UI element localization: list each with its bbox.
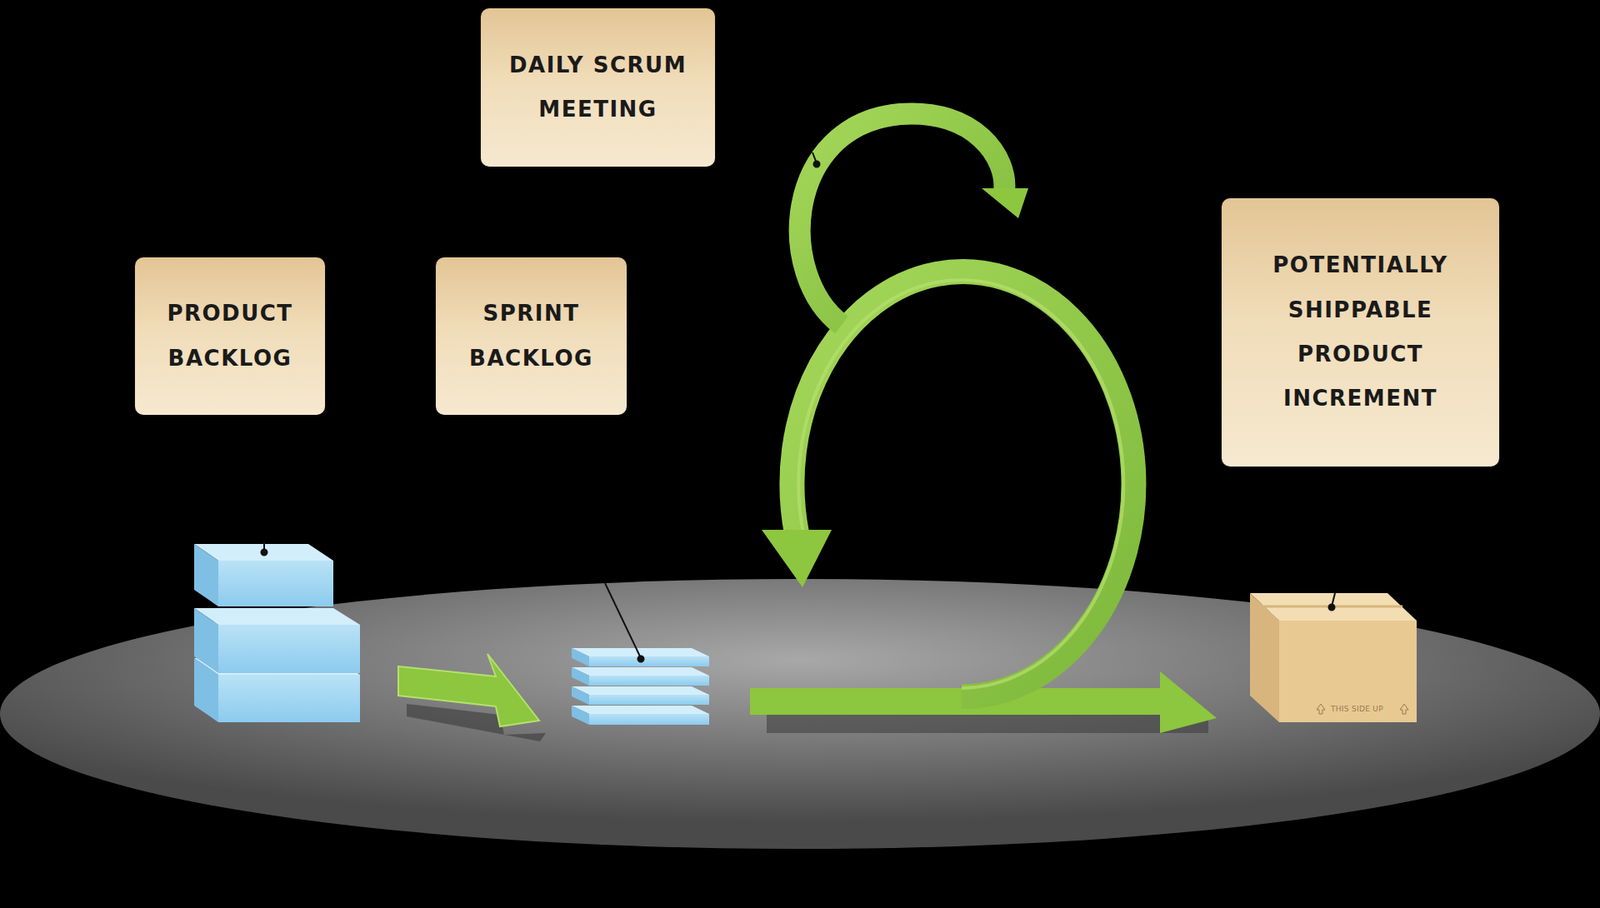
label-box: DAILY SCRUM MEETING [480, 8, 715, 167]
sprint-backlog-stack [571, 648, 710, 725]
label-box: POTENTIALLY SHIPPABLE PRODUCT INCREMENT [1221, 198, 1500, 467]
box-label: DAILY SCRUM MEETING [495, 43, 700, 133]
floor-disc [0, 579, 1600, 850]
box-label: SPRINT BACKLOG [450, 291, 612, 381]
box-print: THIS SIDE UP [1330, 705, 1384, 714]
box-label: POTENTIALLY SHIPPABLE PRODUCT INCREMENT [1236, 243, 1485, 421]
sprint-loop-arrow [750, 113, 1217, 734]
product-backlog-stack [194, 544, 360, 723]
label-box: PRODUCT BACKLOG [135, 257, 325, 415]
shippable-box [1250, 593, 1417, 723]
box-label: PRODUCT BACKLOG [150, 291, 310, 381]
flow-arrow [398, 654, 540, 727]
leader-lines [261, 152, 1336, 663]
label-box: SPRINT BACKLOG [435, 257, 627, 415]
